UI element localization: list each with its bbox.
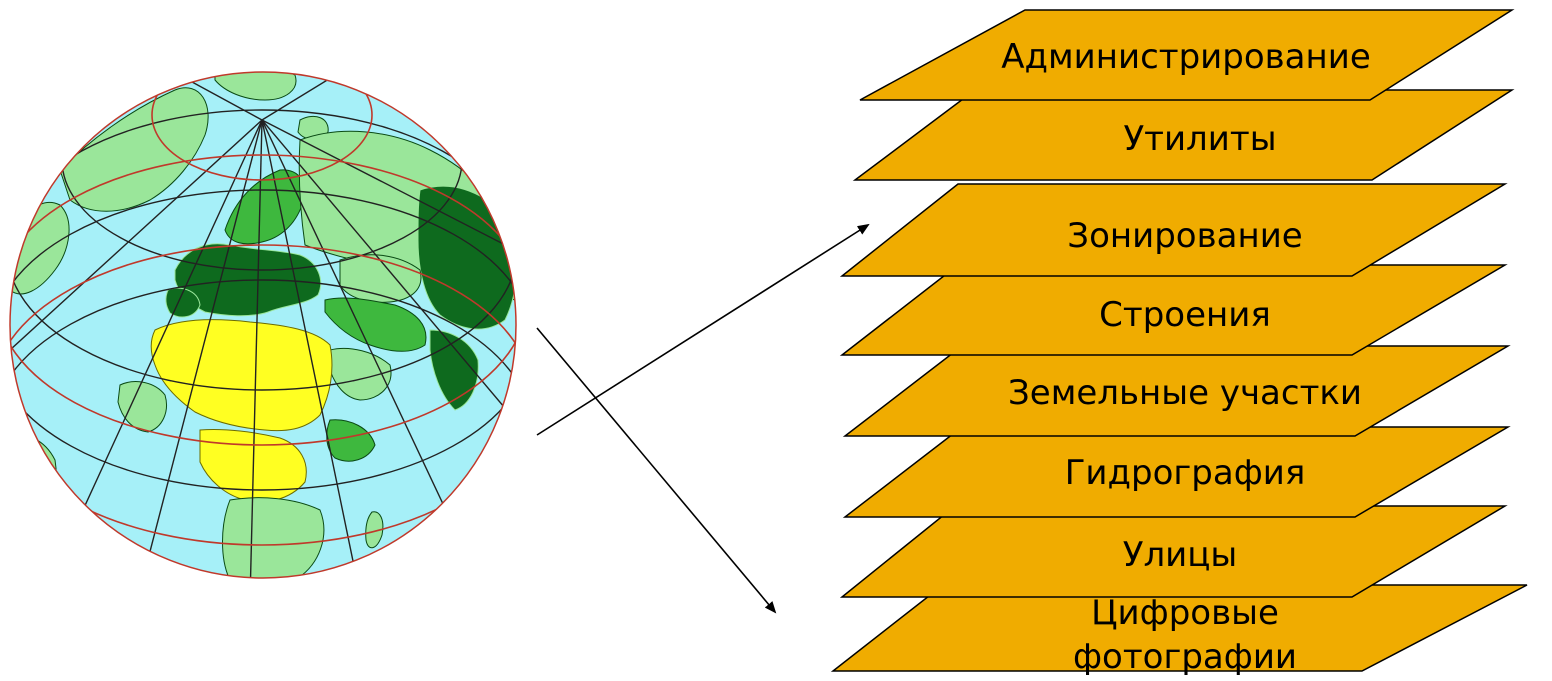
layer-label: Гидрография [1065,453,1306,493]
layer-streets: Улицы [839,505,1508,598]
africa-south [222,497,325,578]
layer-label-line2: фотографии [1073,637,1297,677]
india [429,329,479,411]
layer-hydrography: Гидрография [842,426,1511,518]
layer-plane [839,183,1508,277]
africa-north [150,319,333,432]
layer-label-line1: Цифровые [1091,593,1279,633]
middle-east [324,297,427,352]
south-america-edge [10,435,57,541]
layer-land-plots: Земельные участки [842,345,1511,437]
layer-label: Утилиты [1123,119,1276,159]
layer-label: Зонирование [1067,216,1302,256]
layer-label: Строения [1099,295,1271,335]
globe-icon [9,71,517,579]
layer-zoning: Зонирование [839,183,1508,277]
madagascar [365,511,384,549]
arrow-down-to-layers [536,327,777,614]
horn-of-africa [326,419,376,462]
layer-label: Земельные участки [1008,373,1362,413]
globe-red-circles [10,72,516,546]
layer-label: Улицы [1123,535,1238,575]
layer-administration: Администрирование [859,9,1515,101]
layer-label: Администрирование [1001,37,1371,77]
arrow-up-to-layers [536,223,870,436]
globe-outline [9,71,517,579]
layer-digital-photos: Цифровые фотографии [830,584,1528,677]
layer-plane [859,9,1515,101]
layer-buildings: Строения [839,264,1508,356]
layer-utilities: Утилиты [852,89,1515,181]
